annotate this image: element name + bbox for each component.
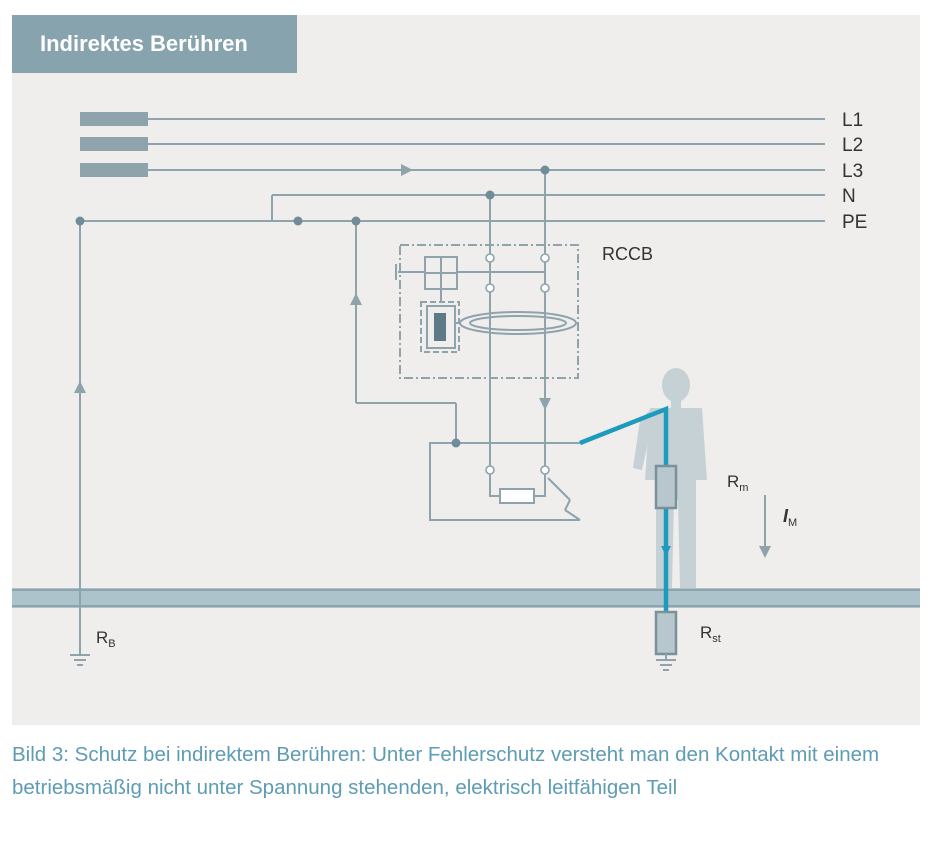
current-arrows: [74, 164, 551, 410]
pe-arrow: [350, 293, 362, 305]
rccb-box: [399, 244, 579, 379]
contacts: [485, 253, 550, 475]
label-pe: PE: [842, 212, 867, 233]
fault-switch-end: [564, 509, 581, 521]
load-wire-right: [534, 470, 546, 497]
body-resistor: [654, 464, 678, 510]
earth-arrow: [74, 381, 86, 393]
standing-resistor: [654, 610, 678, 656]
fault-arrow: [661, 546, 671, 556]
load-resistor: [499, 488, 535, 504]
rccb-mechanism: [395, 256, 577, 353]
label-rb: RB: [96, 628, 116, 650]
label-im: IM: [783, 506, 797, 529]
label-n: N: [842, 186, 856, 207]
fault-switch-tip: [564, 499, 571, 511]
label-l3: L3: [842, 161, 863, 182]
l3-arrow: [401, 164, 413, 176]
ground-symbol-source: [70, 654, 90, 666]
label-l1: L1: [842, 110, 863, 131]
ground-symbol-person: [656, 654, 676, 671]
fault-switch: [547, 477, 571, 501]
label-rst: Rst: [700, 623, 721, 645]
rccb-coil: [434, 313, 446, 341]
junction-dots: [75, 165, 550, 448]
im-arrow-head: [759, 546, 771, 558]
device-enclosure: [429, 442, 580, 521]
fault-current-path: [579, 405, 669, 612]
figure-caption: Bild 3: Schutz bei indirektem Berühren: …: [12, 743, 880, 799]
source-transformer: [80, 112, 148, 177]
ground-strip: [12, 588, 920, 608]
label-rm: Rm: [727, 472, 748, 494]
label-rccb: RCCB: [602, 244, 653, 264]
label-l2: L2: [842, 135, 863, 156]
load-wire-left: [489, 470, 500, 497]
figure-title: Indirektes Berühren: [12, 15, 297, 73]
feed-arrow: [539, 398, 551, 410]
